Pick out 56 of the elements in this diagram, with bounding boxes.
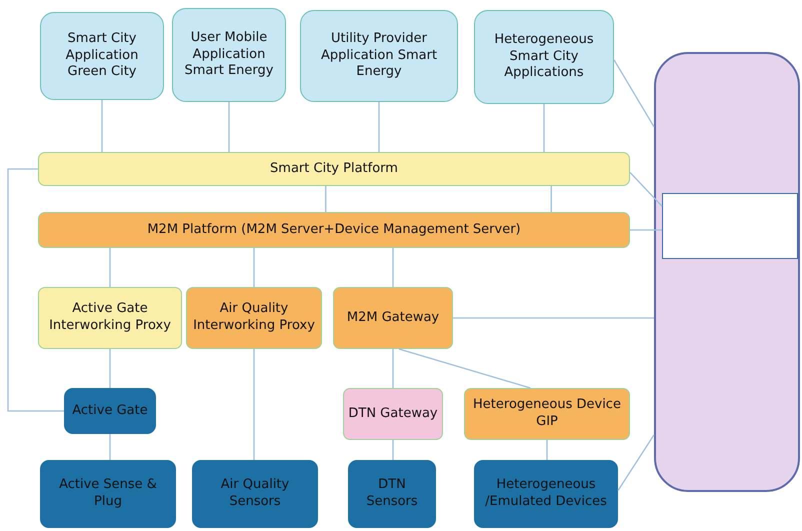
node-label: Air Quality Sensors xyxy=(220,477,290,511)
platform-box xyxy=(464,388,630,440)
platform-box xyxy=(186,287,322,349)
connector-line xyxy=(543,104,545,152)
platform-box xyxy=(333,287,453,349)
connector-line xyxy=(253,248,255,287)
connector-line xyxy=(630,229,662,231)
application-box xyxy=(40,12,164,100)
connector-line xyxy=(325,186,326,212)
connector-line xyxy=(392,349,394,388)
device-box xyxy=(192,460,318,528)
connector-line xyxy=(253,349,255,460)
node-label: DTN Sensors xyxy=(365,477,419,511)
device-box xyxy=(474,460,618,528)
node-label: M2M Platform (M2M Server+Device Management Server) xyxy=(146,222,522,238)
node-label: Active Gate Interworking Proxy xyxy=(48,301,172,335)
device-box xyxy=(40,460,176,528)
node-label: Utility Provider Application Smart Energy xyxy=(320,30,438,82)
connector-line xyxy=(378,102,380,152)
node-label: DTN Gateway xyxy=(347,406,439,422)
connector-line xyxy=(109,248,111,287)
platform-bar xyxy=(38,212,630,248)
connector-line xyxy=(392,440,394,460)
connector-line xyxy=(228,102,230,152)
node-label: Active Sense & Plug xyxy=(58,477,158,511)
connector-line xyxy=(613,59,655,128)
connector-line xyxy=(546,440,548,460)
connector-line xyxy=(101,100,103,152)
node-label: Active Gate xyxy=(71,402,149,420)
node-label: M2M Gateway xyxy=(346,310,440,326)
connector-line xyxy=(398,348,531,389)
connector-line xyxy=(7,168,64,412)
node-label: Heterogeneous Smart City Applications xyxy=(493,32,595,82)
device-box xyxy=(348,460,436,528)
connector-line xyxy=(550,186,552,212)
platform-bar xyxy=(38,152,630,186)
application-box xyxy=(474,10,614,104)
device-box xyxy=(64,388,156,434)
application-box xyxy=(172,8,286,102)
connector-line xyxy=(453,317,654,319)
core-box xyxy=(662,193,798,259)
connector-line xyxy=(630,172,662,207)
application-box xyxy=(300,10,458,102)
testbed-panel xyxy=(654,52,800,492)
connector-line xyxy=(392,248,394,287)
connector-line xyxy=(617,434,655,491)
connector-line xyxy=(109,349,111,388)
node-label: Heterogeneous Device GIP xyxy=(472,397,622,431)
gateway-box xyxy=(343,388,443,440)
node-label: User Mobile Application Smart Energy xyxy=(184,30,274,80)
node-label: Smart City Platform xyxy=(269,160,399,178)
platform-box xyxy=(38,287,182,349)
node-label: Heterogeneous /Emulated Devices xyxy=(484,477,608,511)
connector-line xyxy=(109,434,111,460)
node-label: Smart City Application Green City xyxy=(64,30,140,82)
node-label: Air Quality Interworking Proxy xyxy=(192,301,316,335)
